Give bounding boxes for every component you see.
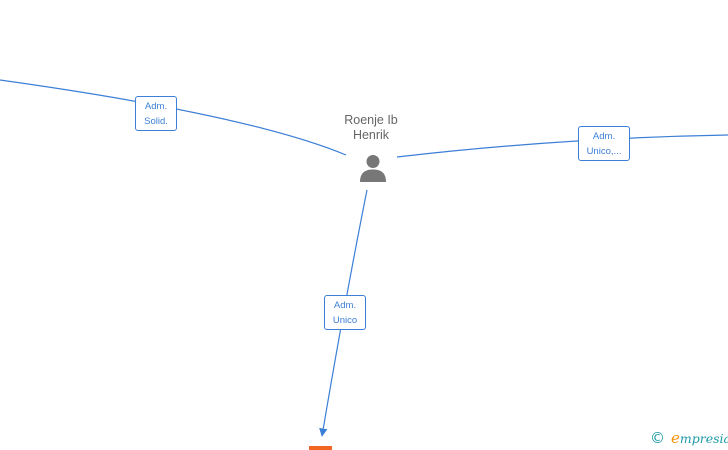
person-name-line2: Henrik: [352, 128, 390, 142]
person-icon[interactable]: [358, 153, 388, 183]
person-name[interactable]: Roenje Ib Henrik: [320, 113, 422, 143]
relation-label-line2: Unico: [332, 315, 358, 326]
edge-right: [396, 134, 728, 158]
edge-left: [0, 79, 347, 156]
brand-watermark: © empresia: [650, 428, 728, 448]
relation-label-adm-solid[interactable]: Adm. Solid.: [135, 96, 177, 131]
company-node[interactable]: [309, 446, 332, 450]
brand-logo-rest: mpresia: [679, 431, 728, 446]
relation-label-adm-unico-truncated[interactable]: Adm. Unico,...: [578, 126, 630, 161]
relation-label-line1: Adm.: [144, 101, 168, 112]
relation-label-line2: Solid.: [144, 116, 168, 127]
relation-label-line1: Adm.: [333, 300, 357, 311]
brand-logo: empresia: [671, 429, 728, 447]
copyright-icon: ©: [650, 429, 665, 447]
relation-label-adm-unico[interactable]: Adm. Unico: [324, 295, 366, 330]
brand-logo-initial: e: [671, 429, 680, 447]
relation-label-line1: Adm.: [592, 131, 616, 142]
person-name-line1: Roenje Ib: [344, 113, 398, 127]
relation-label-line2: Unico,...: [586, 146, 622, 157]
